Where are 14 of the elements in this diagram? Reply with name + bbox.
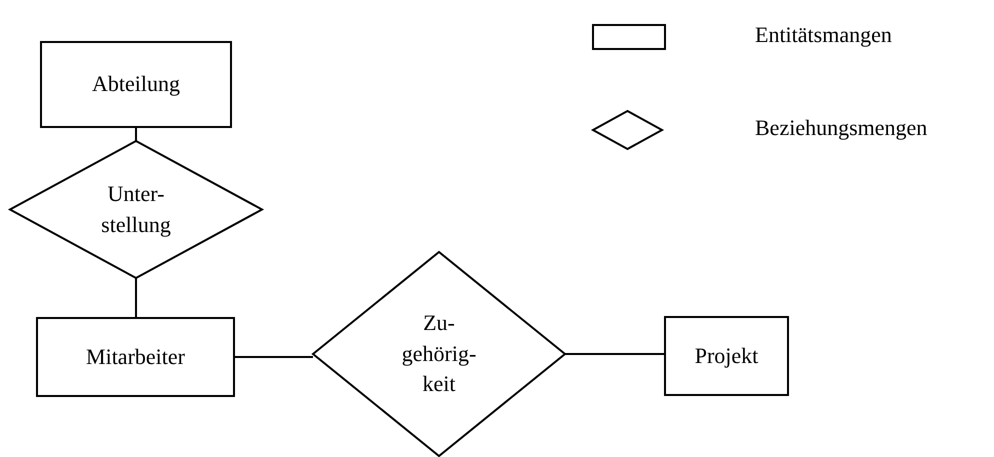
legend-text: Beziehungsmengen [755,115,928,141]
node-label: Zu- gehörig- keit [402,308,476,398]
connector-line [235,356,313,358]
entity-box [40,41,232,128]
node-label: Mitarbeiter [86,342,185,371]
entity-box [36,317,235,397]
connector-line [135,128,137,141]
connector-line [135,278,137,317]
node-label: Abteilung [92,70,180,98]
node-label: Unter- stellung [101,180,171,239]
entity-box [664,316,789,396]
connector-line [565,353,664,355]
legend-text: Entitätsmangen [755,22,892,48]
node-label: Projekt [694,342,758,370]
